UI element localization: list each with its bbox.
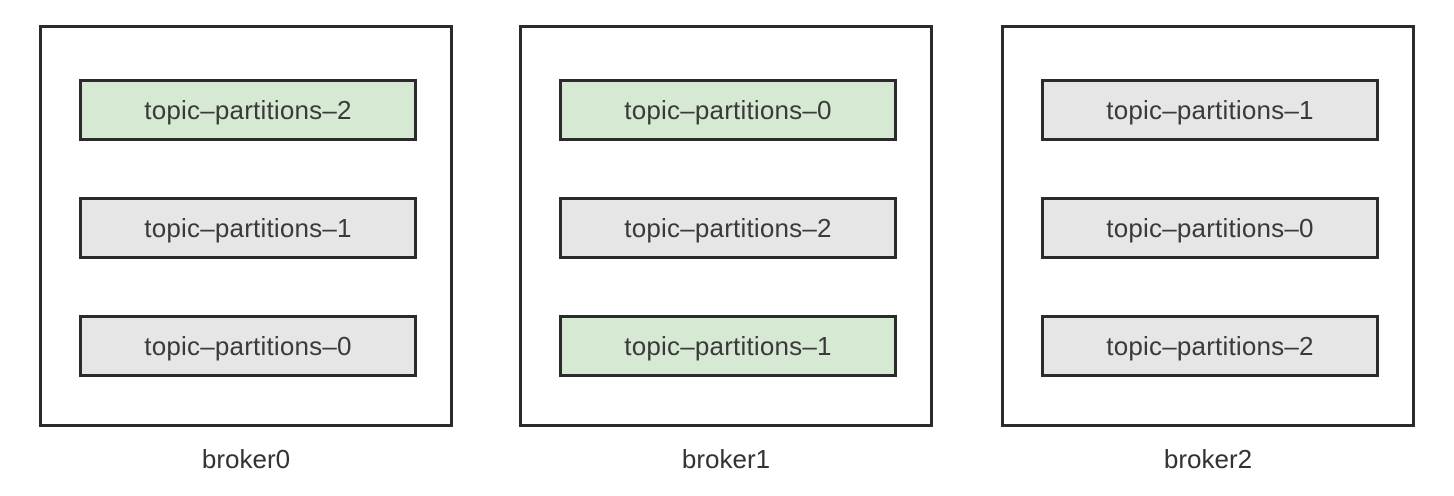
broker-box-1: topic–partitions–0 topic–partitions–2 to… bbox=[519, 25, 933, 427]
partition-box: topic–partitions–2 bbox=[559, 197, 897, 259]
partition-box: topic–partitions–0 bbox=[79, 315, 417, 377]
partition-box: topic–partitions–2 bbox=[1041, 315, 1379, 377]
broker-box-0: topic–partitions–2 topic–partitions–1 to… bbox=[39, 25, 453, 427]
broker-label-0: broker0 bbox=[201, 444, 291, 474]
partition-box: topic–partitions–0 bbox=[559, 79, 897, 141]
broker-label-2: broker2 bbox=[1163, 444, 1253, 474]
partition-box: topic–partitions–2 bbox=[79, 79, 417, 141]
broker-box-2: topic–partitions–1 topic–partitions–0 to… bbox=[1001, 25, 1415, 427]
partition-box: topic–partitions–1 bbox=[79, 197, 417, 259]
broker-label-1: broker1 bbox=[681, 444, 771, 474]
partition-box: topic–partitions–1 bbox=[1041, 79, 1379, 141]
partition-box: topic–partitions–0 bbox=[1041, 197, 1379, 259]
partition-box: topic–partitions–1 bbox=[559, 315, 897, 377]
